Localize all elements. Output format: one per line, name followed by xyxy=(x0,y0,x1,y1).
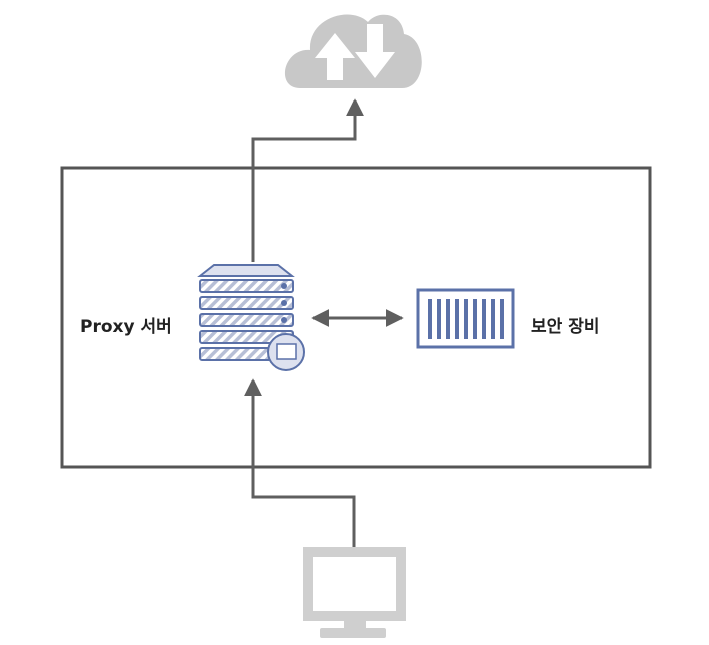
network-boundary-box xyxy=(60,166,652,469)
client-to-server-connector xyxy=(244,378,356,548)
client-monitor-icon xyxy=(303,547,406,638)
security-device-label: 보안 장비 xyxy=(531,317,600,337)
security-device-icon xyxy=(416,288,515,349)
proxy-server-icon xyxy=(197,264,305,371)
cloud-upload-download-icon xyxy=(284,14,422,89)
server-to-cloud-connector xyxy=(251,98,364,262)
proxy-server-label: Proxy 서버 xyxy=(80,317,172,337)
